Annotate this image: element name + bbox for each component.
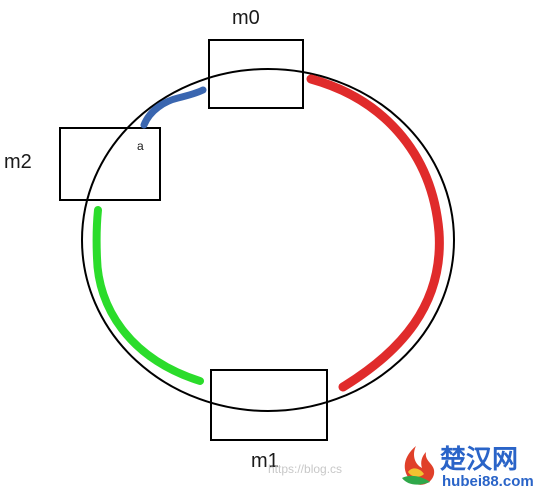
watermark-url: https://blog.cs [268, 462, 343, 476]
ring-circle [81, 68, 455, 412]
arc-m0-to-m1-red [306, 74, 444, 392]
watermark-logo: 楚汉网 hubei88.com [402, 445, 534, 489]
node-m0-box [208, 39, 304, 109]
arc-m2-to-m0-blue [140, 86, 207, 129]
node-m1-label: m1 [251, 450, 279, 472]
point-a-label: a [137, 139, 144, 153]
logo-subtext: hubei88.com [442, 473, 534, 489]
node-m2-label: m2 [4, 151, 32, 173]
arc-m1-to-m2-green [92, 206, 204, 385]
node-m1-box [210, 369, 328, 441]
node-m2-box [59, 127, 161, 201]
logo-flame-icon [402, 446, 435, 485]
node-m0-label: m0 [232, 7, 260, 29]
logo-text: 楚汉网 [440, 445, 518, 475]
